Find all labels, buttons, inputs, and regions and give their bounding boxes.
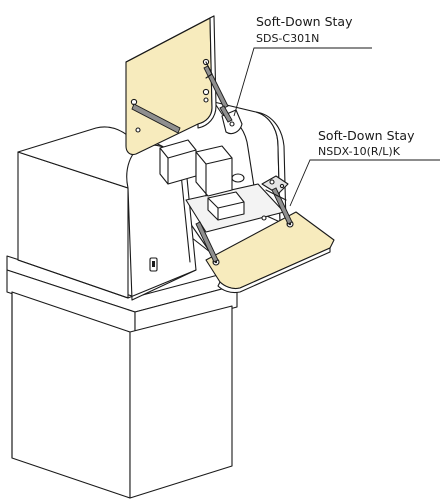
lower-stay-assembly <box>195 175 293 263</box>
screw <box>202 88 210 96</box>
lower-stay-callout: Soft-Down Stay NSDX-10(R/L)K <box>318 128 415 158</box>
lower-stay-name: Soft-Down Stay <box>318 128 415 143</box>
cabinet-interior <box>159 101 287 233</box>
upper-stay-assembly <box>131 61 243 135</box>
lower-stay-arm-left <box>195 221 219 263</box>
lower-flap <box>205 211 335 294</box>
base-side <box>129 305 233 499</box>
screw <box>261 215 267 221</box>
lower-stay-model: NSDX-10(R/L)K <box>318 145 401 158</box>
upper-stay-leader <box>233 47 372 117</box>
screw <box>203 97 209 103</box>
keyhole <box>152 261 155 267</box>
upper-lid <box>125 15 217 156</box>
lower-flap-edge <box>217 247 331 294</box>
upper-stay-callout: Soft-Down Stay SDS-C301N <box>256 14 353 45</box>
internal-mechanism <box>159 139 245 221</box>
upper-stay-arm-left <box>131 103 181 134</box>
upper-stay-link <box>219 105 233 123</box>
pedestal <box>6 255 238 499</box>
upper-stay-model: SDS-C301N <box>256 32 319 45</box>
upper-stay-name: Soft-Down Stay <box>256 14 353 29</box>
cabinet <box>17 126 211 301</box>
lower-stay-leader <box>289 159 440 207</box>
pedestal-side <box>134 284 238 335</box>
upper-lid-rim <box>197 15 217 129</box>
lower-stay-arm-right <box>271 187 293 225</box>
upper-lid-panel <box>125 17 213 156</box>
screw <box>135 127 141 133</box>
